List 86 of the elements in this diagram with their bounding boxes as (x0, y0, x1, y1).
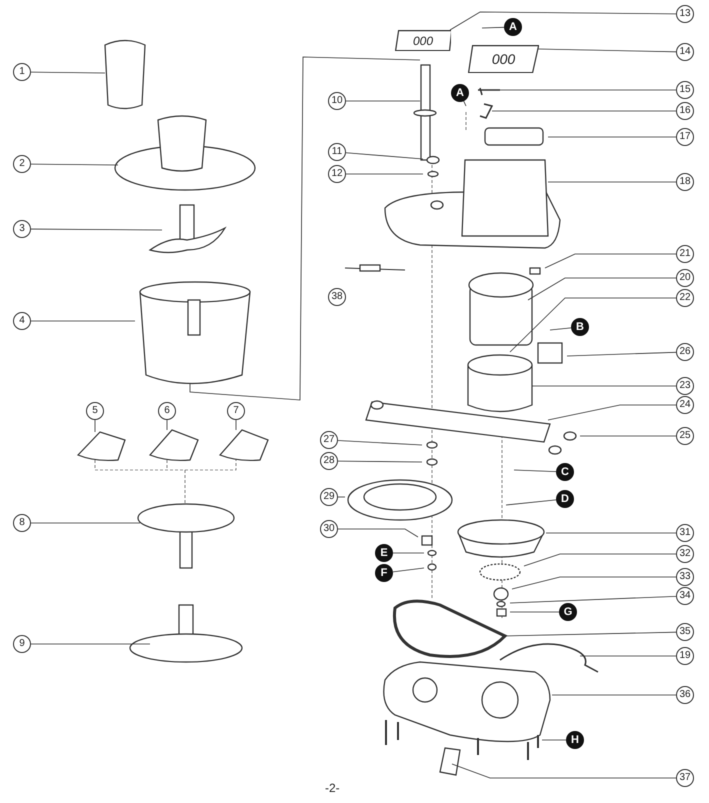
callout-number: 38 (328, 288, 346, 306)
reference-letter: G (559, 603, 577, 621)
callout-number: 16 (676, 102, 694, 120)
callout-number: 37 (676, 769, 694, 787)
callout-number: 20 (676, 269, 694, 287)
reference-letter: E (375, 544, 393, 562)
leader-line (30, 228, 162, 230)
leader-line (346, 100, 420, 102)
callout-number: 25 (676, 427, 694, 445)
leader-line (392, 552, 424, 554)
leader-line (450, 12, 676, 30)
leader-line (512, 576, 676, 590)
leader-line (30, 522, 140, 524)
leader-line (514, 470, 556, 472)
callout-number: 21 (676, 245, 694, 263)
callout-number: 15 (676, 81, 694, 99)
page-number: -2- (325, 782, 340, 794)
reference-letter: F (375, 564, 393, 582)
callout-number: 4 (13, 312, 31, 330)
callout-number: 12 (328, 165, 346, 183)
leader-line (510, 298, 676, 352)
callout-number: 36 (676, 686, 694, 704)
reference-letter: C (556, 463, 574, 481)
callout-number: 19 (676, 647, 694, 665)
leader-line (392, 568, 424, 572)
callout-number: 24 (676, 396, 694, 414)
callout-number: 10 (328, 92, 346, 110)
callout-number: 34 (676, 587, 694, 605)
callout-number: 5 (86, 402, 104, 420)
leader-line (166, 420, 168, 430)
callout-number: 35 (676, 623, 694, 641)
leader-line (548, 136, 676, 138)
callout-number: 14 (676, 43, 694, 61)
callout-number: 11 (328, 143, 346, 161)
leader-line (463, 100, 466, 106)
reference-letter: B (571, 318, 589, 336)
leader-line (506, 500, 556, 506)
leader-line (338, 440, 422, 446)
reference-letter: A (504, 18, 522, 36)
callout-number: 28 (320, 452, 338, 470)
leader-line (338, 528, 418, 538)
leader-line (30, 320, 136, 322)
callout-number: 29 (320, 488, 338, 506)
callout-number: 27 (320, 431, 338, 449)
leader-line (346, 152, 424, 160)
leader-line (94, 420, 96, 432)
reference-letter: D (556, 490, 574, 508)
callout-number: 8 (13, 514, 31, 532)
callout-number: 3 (13, 220, 31, 238)
display-panel: 000 (395, 30, 451, 51)
leader-line (338, 496, 346, 498)
leader-line (510, 596, 676, 604)
leader-line (550, 328, 572, 330)
callout-number: 6 (158, 402, 176, 420)
leader-line (338, 460, 422, 462)
callout-number: 17 (676, 128, 694, 146)
leader-line (544, 254, 676, 268)
leader-line (538, 48, 676, 52)
leader-line (528, 278, 676, 300)
leader-line (524, 554, 676, 566)
callout-number: 23 (676, 377, 694, 395)
callout-number: 2 (13, 155, 31, 173)
reference-letter: A (451, 84, 469, 102)
callout-number: 22 (676, 289, 694, 307)
callout-number: 26 (676, 343, 694, 361)
leader-line (502, 632, 676, 636)
callout-number: 30 (320, 520, 338, 538)
callout-number: 9 (13, 635, 31, 653)
reference-letter: H (566, 731, 584, 749)
leader-line (546, 532, 676, 534)
leader-line (492, 110, 676, 112)
callout-number: 1 (13, 63, 31, 81)
leader-line (30, 72, 106, 74)
callout-number: 13 (676, 5, 694, 23)
leader-line (452, 764, 676, 778)
leader-line (482, 26, 504, 28)
callout-number: 18 (676, 173, 694, 191)
callout-number: 31 (676, 524, 694, 542)
leader-line (548, 404, 676, 420)
callout-number: 7 (227, 402, 245, 420)
callout-number: 33 (676, 568, 694, 586)
leader-line (552, 694, 676, 696)
callout-number: 32 (676, 545, 694, 563)
leader-line (566, 352, 676, 356)
display-panel: 000 (468, 45, 539, 73)
leader-line (30, 164, 118, 166)
